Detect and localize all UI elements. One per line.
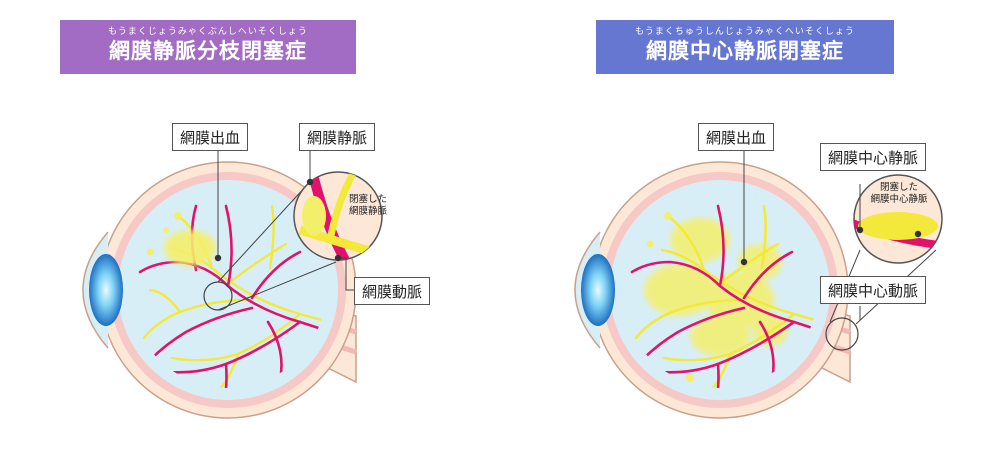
left-eye bbox=[82, 144, 383, 419]
left-zoom-label-line1: 閉塞した 網膜静脈 bbox=[336, 194, 400, 218]
right-title-box: もうまくちゅうしんじょうみゃくへいそくしょう 網膜中心静脈閉塞症 bbox=[596, 20, 894, 74]
right-label-hemorrhage: 網膜出血 bbox=[698, 123, 775, 151]
right-zoom-label: 閉塞した 網膜中心静脈 bbox=[862, 182, 936, 206]
right-title-ruby: もうまくちゅうしんじょうみゃくへいそくしょう bbox=[635, 27, 855, 37]
left-label-hemorrhage: 網膜出血 bbox=[172, 123, 249, 151]
right-label-vein: 網膜中心静脈 bbox=[820, 143, 927, 171]
left-title-ruby: もうまくじょうみゃくぶんしへいそくしょう bbox=[108, 27, 308, 37]
left-title: 網膜静脈分枝閉塞症 bbox=[109, 39, 307, 63]
left-label-vein: 網膜静脈 bbox=[299, 123, 376, 151]
left-title-box: もうまくじょうみゃくぶんしへいそくしょう 網膜静脈分枝閉塞症 bbox=[60, 20, 356, 74]
right-label-artery: 網膜中心動脈 bbox=[820, 276, 927, 304]
right-eye bbox=[574, 150, 943, 419]
right-title: 網膜中心静脈閉塞症 bbox=[646, 39, 844, 63]
right-zoom-text: 閉塞した 網膜中心静脈 bbox=[870, 182, 928, 205]
left-zoom-text: 閉塞した 網膜静脈 bbox=[348, 194, 387, 217]
left-label-artery: 網膜動脈 bbox=[354, 277, 431, 305]
